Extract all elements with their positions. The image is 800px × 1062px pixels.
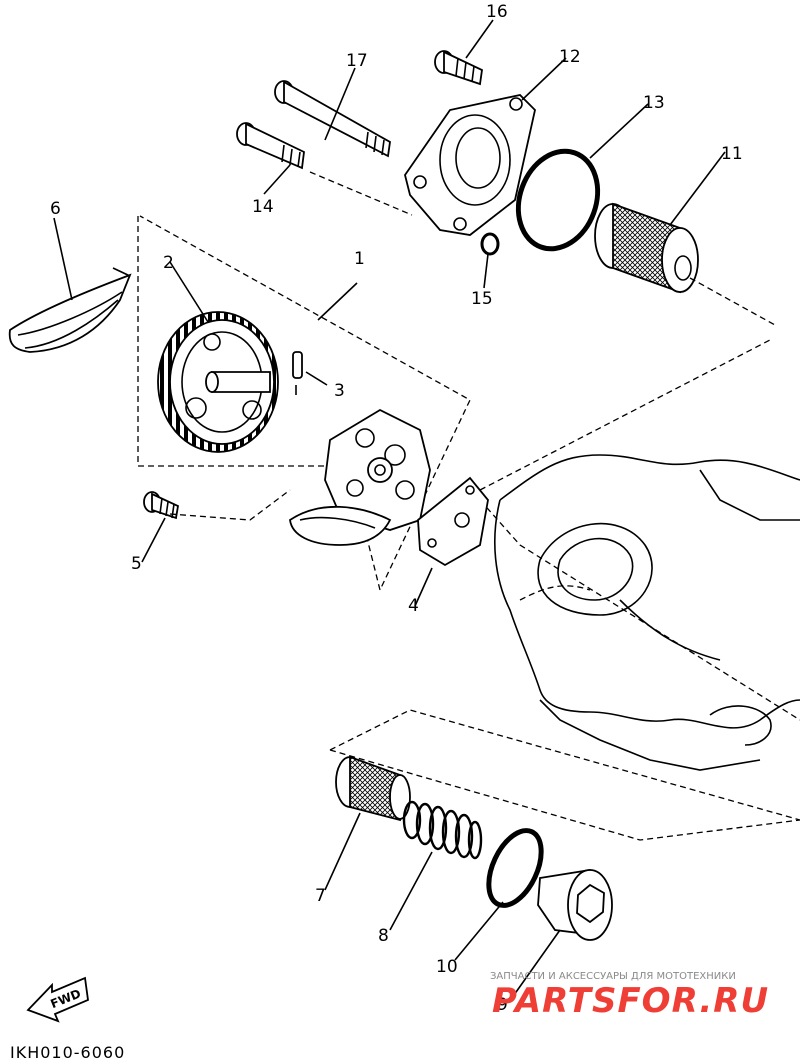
fwd-direction-arrow: FWD (26, 976, 89, 1023)
callout-8: 8 (378, 926, 389, 946)
o-ring-part-15 (480, 232, 500, 256)
callout-4: 4 (408, 596, 419, 616)
o-ring-part-10 (486, 828, 544, 908)
callout-3: 3 (334, 381, 345, 401)
leader-lines (53, 19, 726, 1003)
callout-10: 10 (436, 957, 458, 977)
guide-lines (169, 171, 800, 841)
spring-part-8 (402, 800, 483, 860)
callout-15: 15 (471, 289, 493, 309)
diagram-code: IKH010-6060 (10, 1043, 125, 1062)
callout-16: 16 (486, 2, 508, 22)
filter-cover-part-12 (404, 94, 536, 236)
pump-gear-part-2 (157, 311, 279, 453)
drain-plug-part-9 (537, 869, 613, 941)
callout-6: 6 (50, 199, 61, 219)
screw-part-5 (143, 491, 180, 520)
callout-5: 5 (131, 554, 142, 574)
callout-12: 12 (559, 47, 581, 67)
watermark-tagline: ЗАПЧАСТИ И АКСЕССУАРЫ ДЛЯ МОТОТЕХНИКИ (490, 971, 736, 982)
callout-2: 2 (163, 253, 174, 273)
watermark: ЗАПЧАСТИ И АКСЕССУАРЫ ДЛЯ МОТОТЕХНИКИ PA… (490, 971, 769, 1021)
callout-7: 7 (315, 886, 326, 906)
bolt-part-16 (434, 50, 483, 86)
oil-pump-body (289, 408, 431, 546)
callout-11: 11 (721, 144, 743, 164)
crankcase-outline (479, 339, 800, 771)
o-ring-part-13 (515, 148, 601, 252)
bolt-part-17 (274, 80, 391, 158)
pin-part-3 (292, 351, 303, 395)
callout-14: 14 (252, 197, 274, 217)
callout-1: 1 (354, 249, 365, 269)
strainer-part-7 (335, 755, 411, 822)
callout-numbers: 1 2 3 4 5 6 7 8 9 10 11 12 13 14 15 16 1… (50, 2, 743, 1015)
watermark-brand: PARTSFOR.RU (492, 981, 769, 1021)
callout-9: 9 (497, 995, 508, 1015)
pump-guard-part-6 (8, 267, 132, 353)
gasket-part-4 (417, 476, 489, 567)
callout-17: 17 (346, 51, 368, 71)
bolt-part-14 (236, 122, 305, 170)
oil-filter-part-11 (594, 202, 699, 294)
callout-13: 13 (643, 93, 665, 113)
